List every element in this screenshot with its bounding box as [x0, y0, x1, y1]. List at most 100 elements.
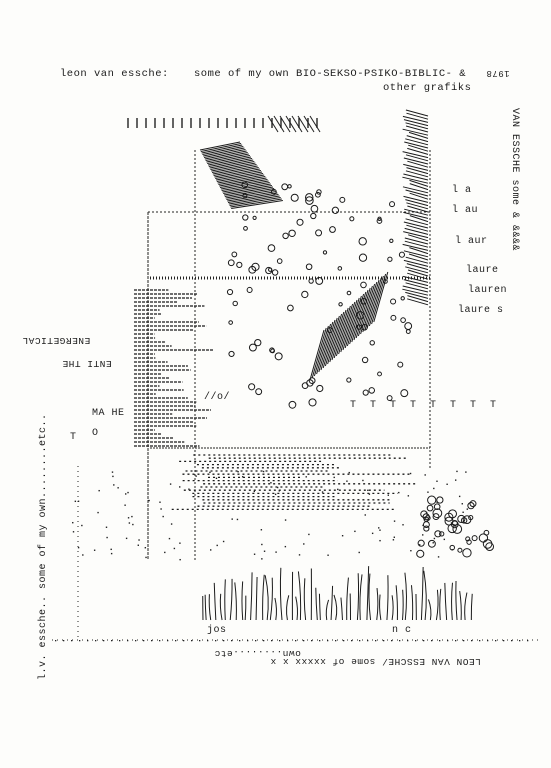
hatch-stroke [204, 150, 247, 160]
hatch-stroke [404, 208, 429, 216]
dot-mark [425, 511, 428, 514]
hatch-stroke [344, 297, 360, 349]
dot-mark [81, 524, 83, 527]
circle-glyph [426, 504, 434, 512]
hatch-stroke [407, 160, 429, 168]
hatch-stroke [227, 192, 278, 202]
grass-stroke [402, 589, 404, 621]
circle-glyph [346, 290, 352, 296]
hatch-stroke [405, 291, 429, 299]
hatch-stroke [405, 266, 429, 274]
dot-mark [215, 477, 218, 480]
dot-mark [275, 551, 277, 553]
dot-mark [379, 539, 381, 542]
hatch-stroke [403, 211, 429, 219]
circle-glyph [315, 229, 323, 237]
laure-step-3: l aur [455, 236, 488, 247]
dot-mark [450, 522, 453, 524]
dot-mark [471, 640, 473, 642]
dot-mark [479, 640, 481, 642]
circle-glyph [254, 338, 262, 347]
circle-glyph [287, 304, 294, 312]
dot-mark [119, 640, 121, 642]
hatch-stroke [207, 155, 250, 164]
hatch-stroke [324, 315, 340, 367]
band-hatch [285, 115, 297, 133]
dot-mark [437, 556, 440, 558]
dot-mark [255, 640, 257, 642]
dot-mark [337, 488, 339, 491]
circle-glyph [270, 188, 277, 195]
hatch-stroke [216, 173, 264, 182]
circle-glyph [361, 356, 369, 364]
hatch-stroke [309, 329, 325, 381]
circle-glyph [398, 251, 405, 258]
dot-mark [383, 640, 385, 642]
dot-mark [71, 640, 73, 642]
dot-mark [143, 640, 145, 642]
dot-mark [262, 470, 265, 473]
dot-mark [431, 640, 433, 642]
dot-mark [458, 495, 461, 498]
hatch-stroke [407, 147, 429, 155]
dot-mark [215, 640, 217, 642]
hatch-stroke [346, 295, 362, 347]
dot-mark [74, 500, 77, 503]
circle-glyph [471, 535, 478, 542]
dot-mark [407, 495, 410, 497]
dot-mark [418, 544, 421, 546]
circle-glyph [356, 324, 362, 330]
laure-step-1: l a [452, 185, 472, 196]
circle-glyph [288, 400, 297, 409]
dot-mark [110, 548, 112, 551]
dot-mark [261, 543, 263, 546]
dot-mark [263, 640, 265, 642]
hatch-stroke [405, 199, 429, 207]
dot-mark [253, 553, 256, 555]
dot-mark [112, 475, 114, 478]
circle-glyph [241, 181, 249, 189]
grass-stroke [208, 594, 212, 621]
grass-stroke [330, 585, 334, 621]
dot-mark [159, 640, 161, 642]
dot-mark [333, 476, 335, 479]
circle-glyph [329, 226, 336, 233]
dot-mark [423, 640, 425, 642]
circle-glyph [439, 531, 445, 537]
circle-glyph [301, 290, 309, 299]
hatch-stroke [407, 269, 429, 277]
grass-stroke [459, 590, 462, 621]
grass-stroke [244, 595, 247, 621]
circle-glyph [322, 250, 328, 255]
hatch-stroke [342, 299, 358, 351]
grass-stroke [333, 594, 338, 621]
circle-glyph [305, 196, 314, 205]
hatch-stroke [407, 295, 429, 303]
dot-mark [111, 640, 113, 642]
dot-mark [199, 640, 201, 642]
hatch-stroke [402, 115, 429, 123]
hatch-stroke [403, 173, 429, 181]
circle-glyph [416, 549, 425, 558]
hatch-stroke [409, 192, 429, 200]
hatch-stroke [217, 174, 265, 184]
dot-mark [151, 640, 153, 642]
hatch-stroke [404, 237, 429, 245]
dot-mark [303, 543, 305, 545]
dot-mark [358, 551, 360, 554]
hatch-stroke [333, 307, 349, 359]
circle-glyph [432, 508, 443, 519]
circle-glyph [326, 327, 333, 333]
laure-step-5: lauren [468, 285, 508, 296]
dot-mark [231, 640, 233, 642]
circle-glyph [400, 296, 405, 301]
hatch-stroke [329, 311, 345, 363]
hatch-stroke [327, 313, 343, 365]
hatch-stroke [362, 281, 378, 333]
hatch-stroke [340, 301, 356, 353]
circle-glyph [434, 530, 442, 538]
dot-mark [451, 549, 454, 551]
circle-glyph [305, 263, 313, 271]
dot-mark [327, 640, 329, 642]
body-ttt-row: T T T T T T T T [350, 400, 501, 411]
